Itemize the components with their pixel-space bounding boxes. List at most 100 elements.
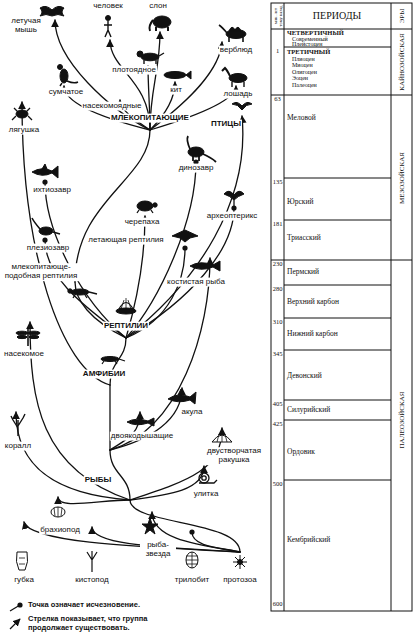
period-name-anchor: Юрский	[287, 198, 313, 206]
whale-icon	[164, 71, 191, 79]
period-table-part	[391, 3, 392, 611]
major-period-name: ТРЕТИЧНЫЙ	[287, 49, 330, 56]
trilobite-icon	[186, 552, 198, 568]
period-name-anchor: Меловой	[287, 114, 316, 122]
table-header: ПЕРИОДЫ	[313, 11, 361, 21]
snail-icon	[199, 473, 217, 483]
epoch-name: Миоцен	[292, 62, 313, 68]
group-label: РЕПТИЛИИ	[103, 322, 149, 331]
horse-icon-part	[222, 68, 230, 76]
period-name: Юрский	[287, 198, 313, 206]
period-table-part	[284, 350, 391, 351]
camel-icon-part	[219, 25, 243, 42]
age-number-anchor: 230	[273, 261, 283, 268]
legend-entry: Стрелка показывает, что группа продолжае…	[28, 615, 178, 632]
era-name: ПАЛЕОЗОЙСКАЯ	[398, 392, 405, 449]
whale-icon-part	[164, 72, 186, 79]
organism-label: костистая рыба	[166, 278, 226, 287]
period-name: Силурийский	[287, 406, 330, 414]
organism-label: млекопитающе-подобная рептилия	[3, 263, 79, 281]
organism-label-anchor: трилобит	[174, 576, 211, 585]
period-table-part	[284, 220, 391, 221]
organism-label-anchor: археоптерикс	[206, 212, 258, 221]
organism-label: двоякодышащие	[110, 432, 174, 441]
tree-branches-part	[126, 162, 196, 338]
trilobite-icon-part	[186, 552, 198, 568]
organism-label-anchor: кит	[169, 86, 183, 95]
pterosaur-icon	[172, 230, 198, 242]
organism-label: плотоядное	[111, 66, 157, 75]
organism-label: верблюд	[219, 46, 253, 55]
period-name-anchor: Кембрийский	[287, 536, 330, 544]
period-name-anchor: Верхний карбон	[287, 298, 339, 306]
age-number: 1	[276, 48, 279, 55]
organism-label-anchor: лягушка	[8, 126, 40, 135]
organism-label-anchor: лошадь	[223, 90, 254, 99]
age-number: 310	[273, 319, 283, 326]
coral-icon-part	[11, 414, 25, 436]
epoch-name: Плиоцен	[292, 56, 315, 62]
organism-label: черепаха	[124, 218, 161, 227]
period-table-part	[284, 318, 391, 319]
frog-icon	[12, 108, 32, 120]
period-name: Ордовик	[287, 448, 315, 456]
organism-label-anchor: плезиозавр	[26, 244, 71, 253]
epoch-name-anchor: Миоцен	[292, 62, 313, 68]
tree-branches-part	[45, 182, 126, 338]
snail-icon-part	[199, 473, 209, 483]
era-name: КАЙНОЗОЙСКАЯ	[398, 33, 405, 91]
organism-label: коралл	[4, 442, 32, 451]
age-number: 405	[273, 401, 283, 408]
carnivore-icon-part	[141, 53, 159, 61]
era-name-anchor: КАЙНОЗОЙСКАЯ	[398, 33, 405, 91]
organism-label: кит	[169, 86, 183, 95]
period-table-part	[284, 3, 285, 611]
organism-label: динозавр	[178, 164, 215, 173]
period-table-part	[284, 480, 391, 481]
organism-label-anchor: верблюд	[219, 46, 253, 55]
legend-dot-sample-part	[17, 602, 22, 607]
carnivore-icon-part	[137, 51, 143, 57]
crinoid-icon	[87, 551, 97, 572]
organism-label: слон	[148, 2, 168, 11]
age-number-anchor: 63	[274, 96, 281, 103]
mammal-like-reptile-icon-part	[73, 292, 97, 298]
extinction-dots-part	[42, 179, 47, 184]
tree-branches-part	[30, 322, 130, 500]
organism-label-anchor: кистопод	[74, 576, 109, 585]
legend-arrow-sample	[10, 619, 20, 629]
period-name: Кембрийский	[287, 536, 330, 544]
dragonfly-icon-part	[28, 331, 40, 335]
era-name-anchor: МЕЗОЗОЙСКАЯ	[398, 152, 405, 204]
age-number: 63	[274, 96, 281, 103]
era-name-anchor: ЭРЫ	[398, 9, 405, 24]
period-name: Нижний карбон	[287, 330, 338, 338]
period-table-part	[271, 95, 412, 96]
period-table-part	[284, 400, 391, 401]
period-name: Девонский	[287, 372, 322, 380]
period-name-anchor: Ордовик	[287, 448, 315, 456]
protozoa-icon	[233, 555, 247, 569]
organism-label-anchor: костистая рыба	[166, 278, 226, 287]
organism-label-anchor: протозоа	[222, 576, 257, 585]
tree-branches-part	[58, 497, 130, 504]
organism-label-anchor: млекопитающе-подобная рептилия	[3, 263, 79, 281]
age-number-anchor: 181	[273, 221, 283, 228]
legend-entry: Точка означает исчезновение.	[28, 601, 188, 610]
organism-label: рыба-звезда	[140, 541, 176, 559]
organism-label: летающая рептилия	[87, 236, 164, 245]
period-name-anchor: Нижний карбон	[287, 330, 338, 338]
legend-arrow-sample-part	[10, 619, 20, 629]
frog-icon-part	[12, 108, 32, 120]
horse-icon-part	[232, 82, 244, 87]
epoch-name-anchor: Эоцен	[292, 75, 308, 81]
age-number: 230	[273, 261, 283, 268]
epoch-name-anchor: Палеоцен	[292, 82, 317, 88]
starfish-icon-part	[142, 518, 158, 534]
epoch-name: Палеоцен	[292, 82, 317, 88]
period-table-part	[284, 285, 391, 286]
column-header: млн. лет тому назад	[273, 4, 282, 29]
organism-label: акула	[181, 408, 204, 417]
organism-label: лошадь	[223, 90, 254, 99]
